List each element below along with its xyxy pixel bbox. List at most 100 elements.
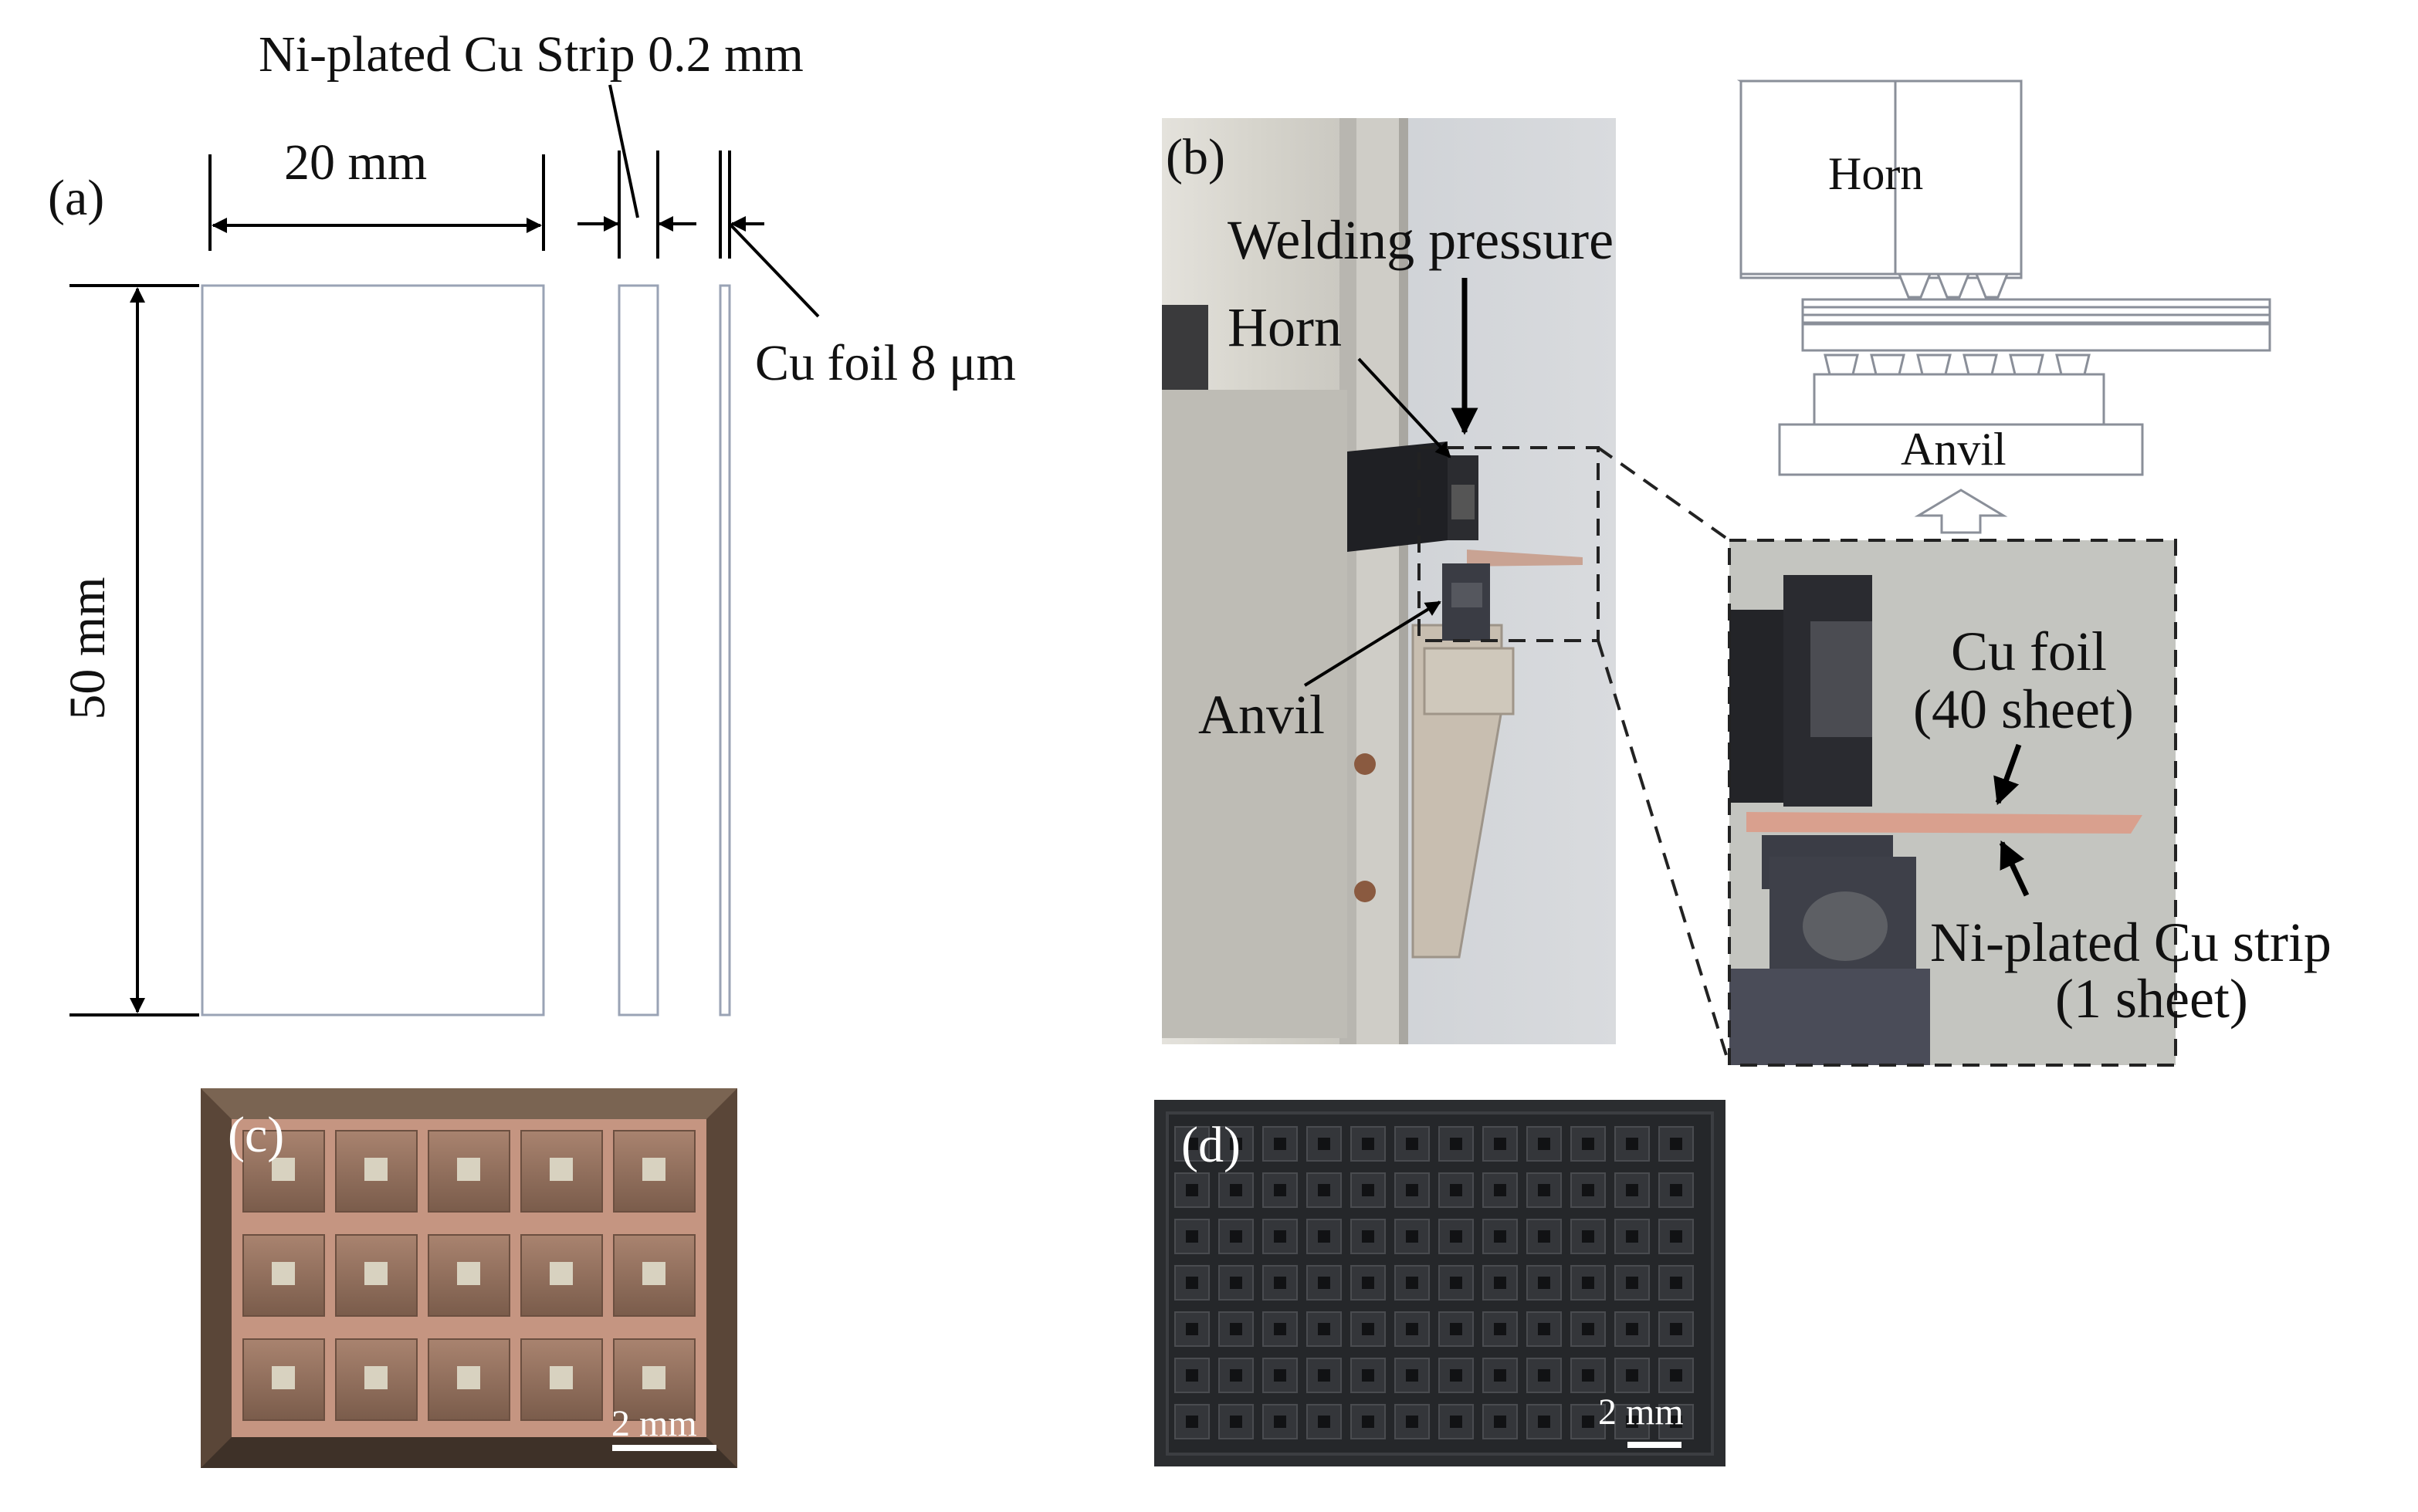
horn-schematic-taper [1894,79,2023,276]
pyramid-cell [613,1338,696,1421]
knurl-peak [1538,1138,1550,1150]
knurl-peak [1538,1184,1550,1196]
panel-a-label: (a) [48,170,104,226]
knurl-cell [1218,1311,1254,1347]
panel-c-scale-bar [612,1445,716,1451]
panel-d-knurl-grid [1174,1126,1694,1439]
anvil-schematic-label: Anvil [1901,424,2007,475]
knurl-peak [1538,1277,1550,1289]
pyramid-peak [364,1158,388,1181]
pyramid-peak [457,1366,480,1389]
knurl-peak [1186,1277,1198,1289]
inset-anvil-base [1729,969,1930,1065]
knurl-peak [1626,1138,1638,1150]
knurl-cell [1394,1358,1430,1393]
knurl-peak [1450,1323,1462,1335]
knurl-peak [1626,1230,1638,1243]
pyramid-peak [272,1158,295,1181]
knurl-cell [1262,1219,1298,1254]
knurl-peak [1450,1230,1462,1243]
knurl-peak [1670,1184,1682,1196]
inset-foil-stack [1746,812,2142,834]
cu-strip-front-outline [201,284,545,1016]
knurl-peak [1318,1138,1330,1150]
knurl-peak [1406,1184,1418,1196]
inset-outline [1728,539,2177,1067]
knurl-peak [1362,1369,1374,1382]
strip-thickness-label: Ni-plated Cu Strip 0.2 mm [259,26,804,83]
bolt-hole [1354,881,1376,902]
pyramid-peak [272,1366,295,1389]
knurl-peak [1494,1138,1506,1150]
knurl-peak [1670,1138,1682,1150]
knurl-peak [1406,1138,1418,1150]
knurl-peak [1494,1184,1506,1196]
knurl-peak [1230,1369,1242,1382]
foil-layer [1801,313,2271,324]
knurl-peak [1450,1369,1462,1382]
anvil-schematic-top [1813,373,2105,426]
knurl-peak [1186,1138,1198,1150]
strip-leader-line [608,84,639,218]
bolt-hole [1354,753,1376,775]
pyramid-peak [457,1158,480,1181]
knurl-peak [1318,1230,1330,1243]
knurl-peak [1186,1323,1198,1335]
knurl-peak [1538,1323,1550,1335]
panel-c: (c) 2 mm [201,1088,737,1468]
knurl-peak [1582,1184,1594,1196]
knurl-cell [1262,1126,1298,1162]
cu-foil-count-label: (40 sheet) [1913,678,2134,740]
anvil-photo-label: Anvil [1198,684,1325,746]
knurl-peak [1230,1138,1242,1150]
zoom-region-box [1417,446,1600,642]
knurl-peak [1494,1230,1506,1243]
knurl-peak [1406,1230,1418,1243]
knurl-cell [1570,1126,1606,1162]
knurl-peak [1274,1184,1286,1196]
cu-foil-side-outline [719,284,731,1016]
pyramid-peak [457,1262,480,1285]
anvil-tooth [1824,353,1859,376]
knurl-peak [1230,1277,1242,1289]
knurl-peak [1230,1416,1242,1428]
panel-b-photo: (b) Welding pressure Horn Anvil [1162,118,1616,1044]
dark-bracket [1162,305,1208,390]
horn-photo-label: Horn [1228,296,1342,358]
inset-horn-knurl [1810,621,1872,737]
zoom-connector-top [1597,446,1731,542]
knurl-peak [1626,1369,1638,1382]
zoom-connector-bottom [1597,640,1731,1066]
anvil-tooth [1963,353,1998,376]
knurl-peak [1450,1184,1462,1196]
knurl-peak [1186,1184,1198,1196]
pyramid-peak [550,1366,573,1389]
knurl-peak [1318,1323,1330,1335]
knurl-peak [1230,1184,1242,1196]
knurl-peak [1274,1369,1286,1382]
panel-b-label: (b) [1166,129,1225,185]
knurl-peak [1230,1323,1242,1335]
pyramid-peak [642,1366,665,1389]
knurl-peak [1362,1416,1374,1428]
knurl-peak [1274,1277,1286,1289]
pyramid-peak [272,1262,295,1285]
knurl-peak [1670,1323,1682,1335]
knurl-peak [1450,1138,1462,1150]
foil-thickness-label: Cu foil 8 μm [755,335,1016,391]
knurl-peak [1538,1369,1550,1382]
knurl-peak [1450,1416,1462,1428]
anvil-nut [1451,583,1482,607]
cu-strip-side-outline [618,284,659,1016]
knurl-peak [1582,1323,1594,1335]
knurl-peak [1362,1323,1374,1335]
knurl-peak [1274,1138,1286,1150]
knurl-peak [1626,1277,1638,1289]
knurl-peak [1582,1230,1594,1243]
anvil-photo-leader [1303,600,1441,687]
knurl-peak [1230,1230,1242,1243]
knurl-peak [1406,1277,1418,1289]
panel-c-bevel [201,1088,737,1127]
anvil-tooth [1870,353,1905,376]
